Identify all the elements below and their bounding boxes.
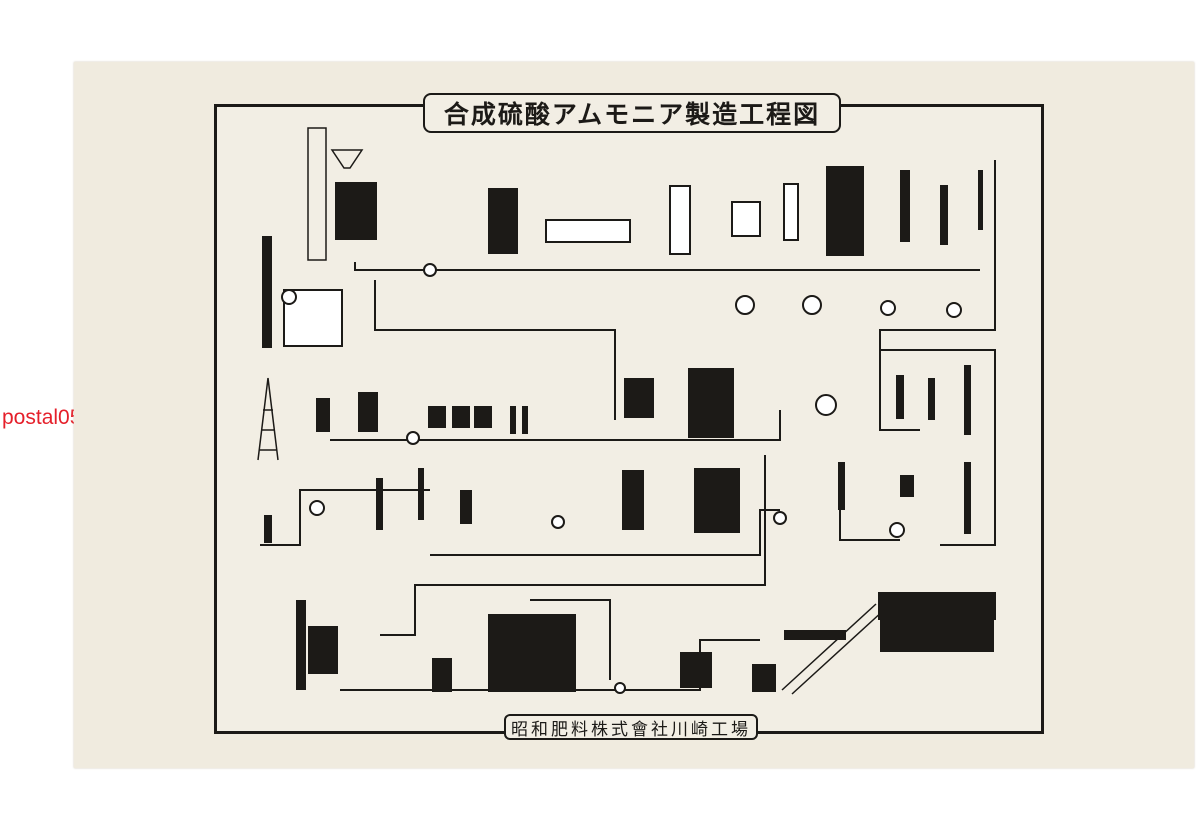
- compressor-2: [802, 295, 822, 315]
- dryer-box: [308, 626, 338, 674]
- compressor-1: [735, 295, 755, 315]
- pump-mid: [406, 431, 420, 445]
- pipe-lower-row: [430, 509, 780, 556]
- column-lower-a: [376, 478, 383, 530]
- tank-lower-c: [622, 470, 644, 530]
- column-lower-e: [964, 462, 971, 534]
- pump-lower-mid: [551, 515, 565, 529]
- pan-conveyor: [545, 219, 631, 243]
- column-mid-a: [510, 406, 516, 434]
- tank-mid-left: [316, 398, 330, 432]
- pipe-mid-row: [330, 410, 781, 441]
- tank-bottom: [432, 658, 452, 692]
- reactor-lattice-b: [694, 468, 740, 533]
- tower-large-right: [826, 166, 864, 256]
- chimney: [262, 236, 272, 348]
- compressor-mid: [815, 394, 837, 416]
- pump-1: [423, 263, 437, 277]
- pipe-right-column: [879, 160, 996, 431]
- pipe-top-drop: [374, 280, 616, 420]
- converter-vessel: [731, 201, 761, 237]
- pump-bottom: [614, 682, 626, 694]
- diagram-footer: 昭和肥料株式會社川崎工場: [504, 714, 758, 740]
- exchanger-lower: [460, 490, 472, 524]
- machine-mid-left: [358, 392, 378, 432]
- compressor-4: [946, 302, 962, 318]
- elevator-tower: [296, 600, 306, 690]
- tower-converter: [669, 185, 691, 255]
- bagging-unit: [752, 664, 776, 692]
- column-mid-b: [522, 406, 528, 434]
- vessel-row-1: [428, 406, 446, 428]
- train: [784, 630, 846, 640]
- column-thin-c: [978, 170, 983, 230]
- elevator-top-left: [307, 127, 327, 261]
- pipe-mid-right: [880, 349, 996, 546]
- separator-lower: [900, 475, 914, 497]
- tower-ammonia-column: [488, 188, 518, 254]
- conveyor-ramp: [781, 603, 885, 695]
- column-lower-b: [418, 468, 424, 520]
- pipe-bottom-mid: [530, 599, 611, 680]
- reactor-lattice-a: [688, 368, 734, 438]
- tower-thin: [783, 183, 799, 241]
- reactor-mid-box: [624, 378, 654, 418]
- pipe-top-row: [354, 262, 980, 271]
- warehouse-roof: [878, 592, 996, 620]
- centrifuge-vessel: [680, 652, 712, 688]
- pump-lower-left: [309, 500, 325, 516]
- vessel-row-2: [452, 406, 470, 428]
- diagram-title: 合成硫酸アムモニア製造工程図: [423, 93, 841, 133]
- pump-lower-right: [773, 511, 787, 525]
- column-right-b: [928, 378, 935, 420]
- compressor-3: [880, 300, 896, 316]
- pipe-lower-loop: [260, 489, 430, 546]
- hopper: [330, 149, 364, 169]
- pump-lower-far: [889, 522, 905, 538]
- column-tall: [900, 170, 910, 242]
- boiler-drum: [281, 289, 297, 305]
- reactor-vessel-a: [335, 182, 377, 240]
- column-lower-d: [838, 462, 845, 510]
- vessel-row-3: [474, 406, 492, 428]
- warehouse-body: [880, 618, 994, 652]
- transmission-tower: [257, 377, 279, 461]
- pipe-bottom-link: [380, 455, 766, 636]
- tank-lower-left: [264, 515, 272, 543]
- saturator-lattice: [488, 614, 576, 692]
- column-right-a: [896, 375, 904, 419]
- column-right-c: [964, 365, 971, 435]
- column-tall-b: [940, 185, 948, 245]
